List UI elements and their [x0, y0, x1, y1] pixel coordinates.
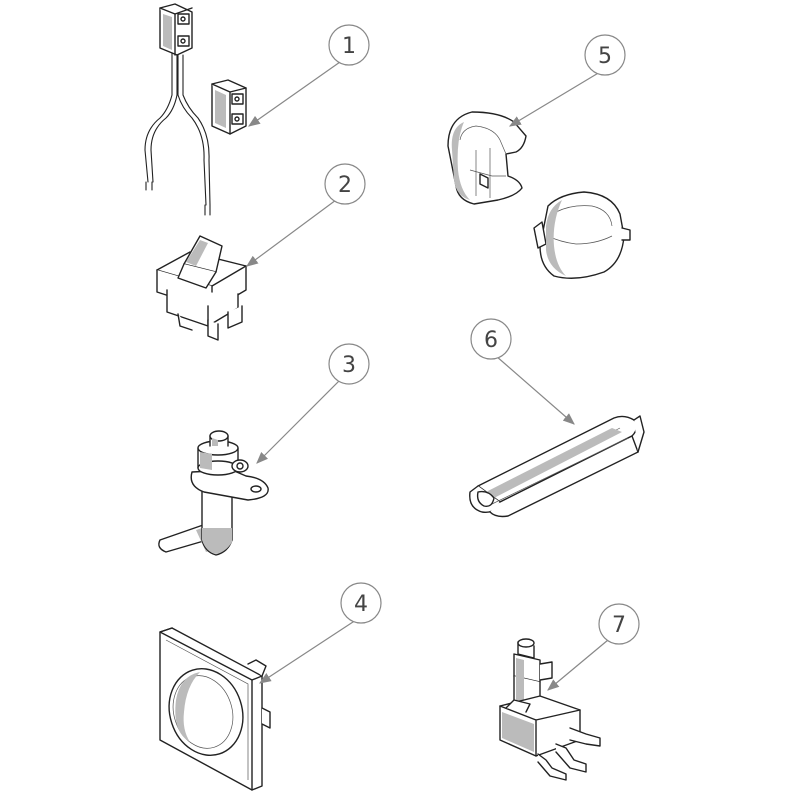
cap-plug-icon — [447, 111, 631, 279]
callout-label-2: 2 — [338, 173, 352, 198]
callout-label-7: 7 — [612, 613, 626, 638]
callout-2: 2 — [324, 163, 366, 205]
plunger-switch-icon — [158, 430, 269, 556]
callout-3: 3 — [328, 343, 370, 385]
callout-6: 6 — [470, 318, 512, 360]
magnetic-reed-switch-icon — [144, 3, 247, 216]
callout-5: 5 — [584, 34, 626, 76]
callout-label-1: 1 — [342, 34, 356, 59]
rocker-switch-icon — [156, 235, 247, 341]
callout-leader-4 — [258, 619, 357, 684]
callout-leader-5 — [508, 71, 601, 127]
callout-leader-2 — [246, 199, 337, 267]
profile-strip-icon — [469, 415, 645, 518]
callout-label-4: 4 — [354, 592, 368, 617]
callout-1: 1 — [328, 24, 370, 66]
square-push-button-icon — [159, 627, 271, 791]
callout-leader-3 — [256, 379, 341, 464]
callout-label-6: 6 — [484, 328, 498, 353]
callout-leader-6 — [495, 355, 575, 425]
callout-leader-7 — [547, 639, 609, 691]
callout-label-5: 5 — [598, 44, 612, 69]
callout-7: 7 — [598, 603, 640, 645]
micro-switch-icon — [499, 638, 601, 781]
callout-leader-1 — [248, 61, 341, 127]
callout-label-3: 3 — [342, 353, 356, 378]
callout-4: 4 — [340, 582, 382, 624]
